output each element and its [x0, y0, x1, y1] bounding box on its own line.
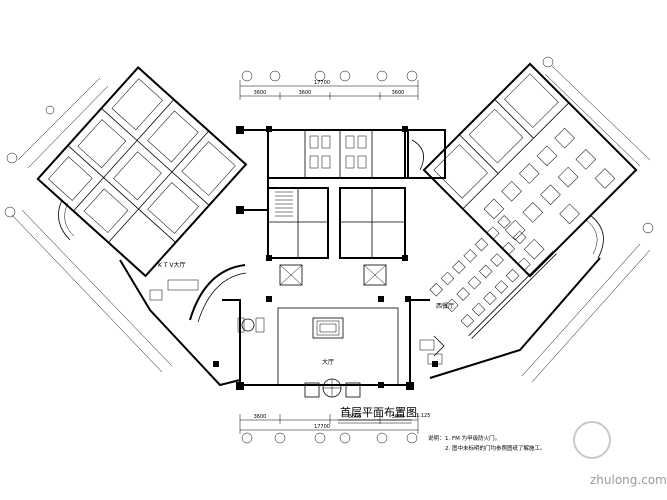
note-heading: 说明：: [428, 434, 445, 442]
left-wing-bay-window-inner: [64, 202, 75, 237]
central-core: [240, 129, 446, 286]
main-hall: 大厅: [222, 299, 430, 398]
top-left-dimension: 3600: [254, 90, 267, 96]
restaurant-label: 西餐厅: [436, 302, 454, 310]
reception-counter: [189, 264, 265, 333]
top-axis-markers: [241, 70, 418, 82]
watermark-text: zhulong.com: [590, 473, 667, 487]
bottom-axis-markers: [241, 432, 418, 444]
note-line-2: 2. 图中未标明的门均参照图纸了解施工。: [445, 444, 546, 452]
bottom-overall-dimension: 17700: [314, 424, 330, 430]
left-wing-outer-wall: [119, 259, 241, 387]
bottom-left-dimension: 3600: [254, 414, 267, 420]
bottom-mid-dimension: 3600: [349, 414, 362, 420]
lobby-lounge-seating: [419, 335, 445, 365]
top-right-dimension: 3600: [392, 90, 405, 96]
right-wing-bay-window: [589, 214, 604, 259]
stair: [275, 191, 293, 217]
left-wing: [36, 66, 248, 278]
ktv-hall-room: K T V大厅: [149, 261, 199, 301]
structural-columns: [213, 126, 438, 390]
top-overall-dimension: 17700: [314, 80, 330, 86]
right-wing: [422, 62, 638, 278]
right-dimension-lines: [521, 56, 654, 383]
bottom-right-dimension: 3600: [392, 414, 405, 420]
right-wing-outer-wall: [429, 257, 601, 379]
top-dimension-chain: 17700 3600 3600 3600: [239, 80, 419, 100]
left-wing-bay-window: [58, 199, 71, 241]
hall-label: 大厅: [322, 358, 334, 366]
watermark: zhulong.com: [573, 421, 667, 487]
right-wing-bay-window-inner: [585, 219, 598, 255]
ktv-hall-label: K T V大厅: [158, 261, 186, 269]
top-mid-dimension: 3600: [299, 90, 312, 96]
title-block: 首层平面布置图 1:125 说明： 1. FM 为甲级防火门。 2. 图中未标明…: [338, 405, 546, 452]
left-dimension-lines: [4, 77, 173, 373]
restaurant-dining-tables: 西餐厅: [429, 215, 557, 339]
note-line-1: 1. FM 为甲级防火门。: [445, 434, 500, 442]
drawing-scale: 1:125: [416, 413, 430, 419]
bottom-dimension-chain: 3600 3600 3600 17700: [239, 414, 419, 434]
drawing-title: 首层平面布置图: [340, 405, 417, 419]
